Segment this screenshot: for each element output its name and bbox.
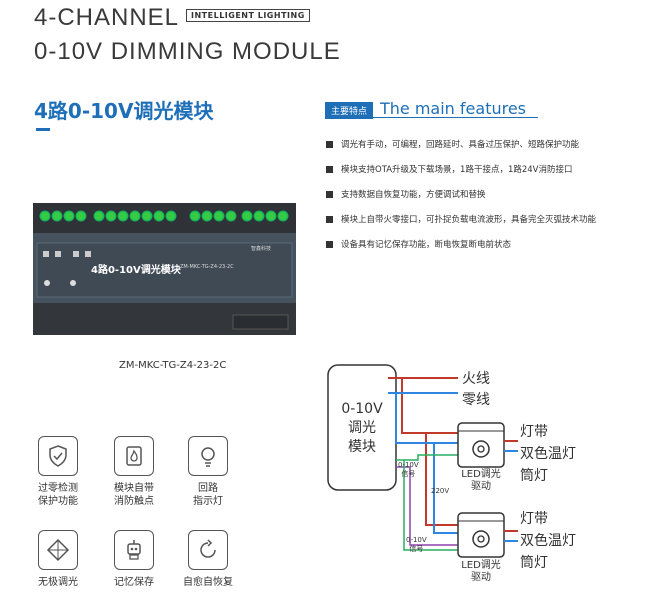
bullet-square	[326, 215, 333, 223]
device-brand: 智鑫科技	[251, 246, 272, 252]
intelligent-lighting-badge: INTELLIGENT LIGHTING	[186, 9, 310, 22]
driver-label-2: LED调光驱动	[461, 560, 501, 583]
bullet-square	[326, 190, 333, 198]
feature-icon-block	[188, 530, 228, 570]
bullet-square	[326, 240, 333, 248]
voltage-label: 220V	[431, 487, 450, 495]
chinese-title: 4路0-10V调光模块	[34, 99, 214, 123]
fire-icon	[114, 436, 154, 476]
feature-icon-block	[114, 436, 154, 476]
features-title: The main features	[380, 99, 527, 118]
model-number: ZM-MKC-TG-Z4-23-2C	[119, 360, 227, 371]
feature-icon-block	[38, 436, 78, 476]
features-tag: 主要特点	[325, 102, 374, 119]
live-wire-label: 火线	[462, 371, 490, 387]
lightbulb-icon	[188, 436, 228, 476]
feature-item: 支持数据自恢复功能，方便调试和替换	[326, 188, 486, 200]
load-list-2: 灯带双色温灯筒灯	[520, 511, 576, 571]
title-line1: 4-CHANNEL	[34, 4, 180, 31]
bullet-square	[326, 165, 333, 173]
title-line2: 0-10V DIMMING MODULE	[34, 38, 341, 65]
device-model-small: ZM-MKC-TG-Z4-23-2C	[180, 264, 234, 270]
icon-label: 自愈自恢复	[183, 577, 233, 588]
icon-label: 模块自带消防触点	[114, 483, 154, 507]
bullet-square	[326, 140, 333, 148]
feature-item: 模块支持OTA升级及下载场景，1路干接点，1路24V消防接口	[326, 163, 573, 175]
features-underline	[325, 117, 538, 118]
title-underline	[36, 128, 50, 131]
feature-icon-block	[38, 530, 78, 570]
icon-label: 回路指示灯	[193, 483, 223, 507]
load-list-1: 灯带双色温灯筒灯	[520, 424, 576, 484]
feature-item: 设备具有记忆保存功能，断电恢复断电前状态	[326, 238, 511, 250]
feature-icon-block	[114, 530, 154, 570]
refresh-icon	[188, 530, 228, 570]
device-label: 4路0-10V调光模块	[91, 265, 181, 276]
feature-item: 模块上自带火零接口，可扑捉负载电流波形，具备完全灭弧技术功能	[326, 213, 596, 225]
icon-label: 过零检测保护功能	[38, 483, 78, 507]
icon-label: 记忆保存	[114, 577, 154, 588]
device-image: 4路0-10V调光模块 ZM-MKC-TG-Z4-23-2C 智鑫科技	[33, 203, 296, 335]
icon-label: 无极调光	[38, 577, 78, 588]
shield-check-icon	[38, 436, 78, 476]
neutral-wire-label: 零线	[462, 392, 490, 408]
feature-item: 调光有手动，可编程，回路延时、具备过压保护、短路保护功能	[326, 138, 579, 150]
feature-icon-block	[188, 436, 228, 476]
dimming-diamond-icon	[38, 530, 78, 570]
robot-memory-icon	[114, 530, 154, 570]
driver-label-1: LED调光驱动	[461, 469, 501, 492]
